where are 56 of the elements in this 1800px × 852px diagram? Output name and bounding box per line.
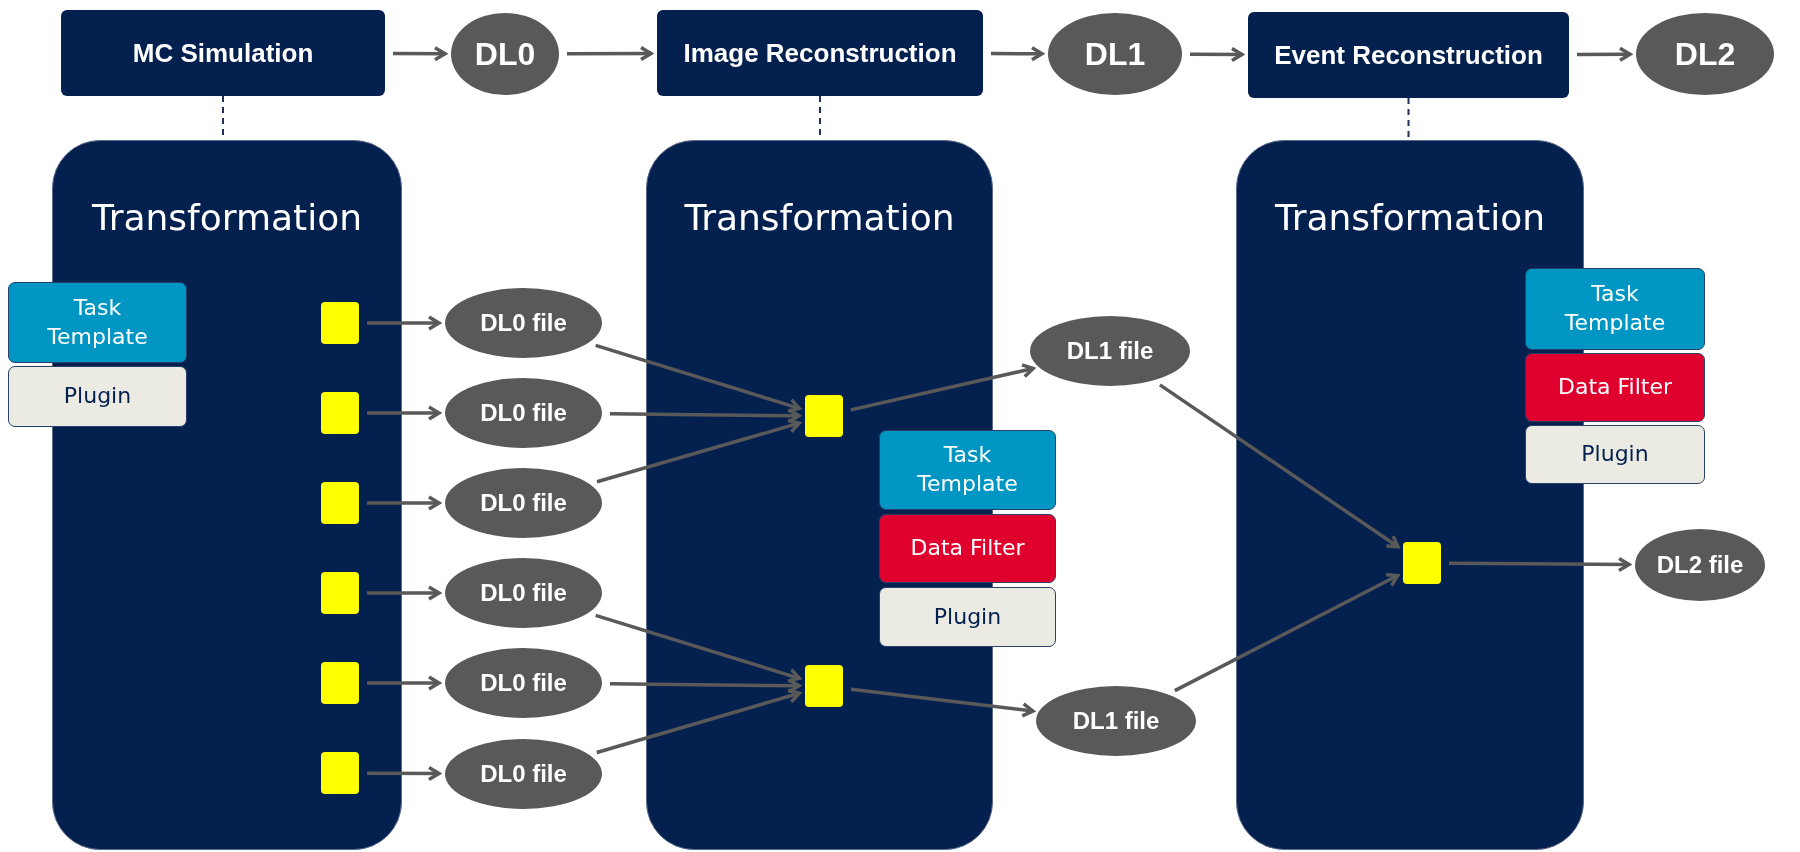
data-filter-box: Data Filter bbox=[1525, 353, 1705, 422]
file-ellipse: DL2 file bbox=[1635, 529, 1765, 601]
file-ellipse: DL0 file bbox=[445, 468, 602, 538]
file-ellipse: DL1 file bbox=[1036, 686, 1196, 756]
plugin-box: Plugin bbox=[1525, 425, 1705, 484]
arrow bbox=[1158, 383, 1400, 549]
process-box: Event Reconstruction bbox=[1248, 12, 1569, 98]
arrow bbox=[367, 405, 441, 421]
process-box: MC Simulation bbox=[61, 10, 385, 96]
plugin-box: Plugin bbox=[8, 366, 187, 427]
arrow bbox=[367, 765, 441, 782]
arrow bbox=[1174, 573, 1400, 693]
job-square bbox=[321, 392, 359, 434]
panel-heading: Transformation bbox=[91, 197, 363, 238]
file-ellipse: DL0 file bbox=[445, 648, 602, 718]
file-ellipse: DL1 file bbox=[1030, 316, 1190, 386]
plugin-box: Plugin bbox=[879, 587, 1056, 647]
arrow bbox=[567, 45, 653, 62]
arrow bbox=[367, 315, 441, 331]
arrow bbox=[1449, 556, 1631, 573]
arrow bbox=[595, 343, 801, 413]
job-square bbox=[321, 752, 359, 794]
arrow bbox=[367, 675, 441, 691]
arrow bbox=[1190, 46, 1244, 63]
job-square bbox=[805, 665, 843, 707]
arrow bbox=[595, 613, 801, 683]
arrow bbox=[1577, 46, 1632, 63]
data-level-ellipse: DL0 bbox=[451, 13, 559, 95]
file-ellipse: DL0 file bbox=[445, 378, 602, 448]
arrow bbox=[850, 363, 1035, 412]
data-level-ellipse: DL1 bbox=[1048, 13, 1182, 95]
arrow bbox=[596, 688, 801, 755]
arrow bbox=[393, 46, 447, 62]
arrow bbox=[609, 407, 801, 424]
arrow bbox=[991, 45, 1044, 62]
arrow bbox=[850, 687, 1035, 718]
task-template-box: Task Template bbox=[879, 430, 1056, 510]
job-square bbox=[321, 482, 359, 524]
file-ellipse: DL0 file bbox=[445, 739, 602, 809]
file-ellipse: DL0 file bbox=[445, 288, 602, 358]
arrow bbox=[367, 495, 441, 511]
panel-heading: Transformation bbox=[684, 197, 955, 238]
task-template-box: Task Template bbox=[8, 282, 187, 363]
job-square bbox=[321, 662, 359, 704]
job-square bbox=[321, 572, 359, 614]
job-square bbox=[321, 302, 359, 344]
job-square bbox=[805, 395, 843, 437]
arrow bbox=[367, 585, 441, 601]
data-level-ellipse: DL2 bbox=[1636, 13, 1774, 95]
job-square bbox=[1403, 542, 1441, 584]
file-ellipse: DL0 file bbox=[445, 558, 602, 628]
panel-heading: Transformation bbox=[1274, 197, 1546, 238]
process-box: Image Reconstruction bbox=[657, 10, 983, 96]
arrow bbox=[596, 418, 801, 484]
task-template-box: Task Template bbox=[1525, 268, 1705, 350]
data-filter-box: Data Filter bbox=[879, 514, 1056, 583]
